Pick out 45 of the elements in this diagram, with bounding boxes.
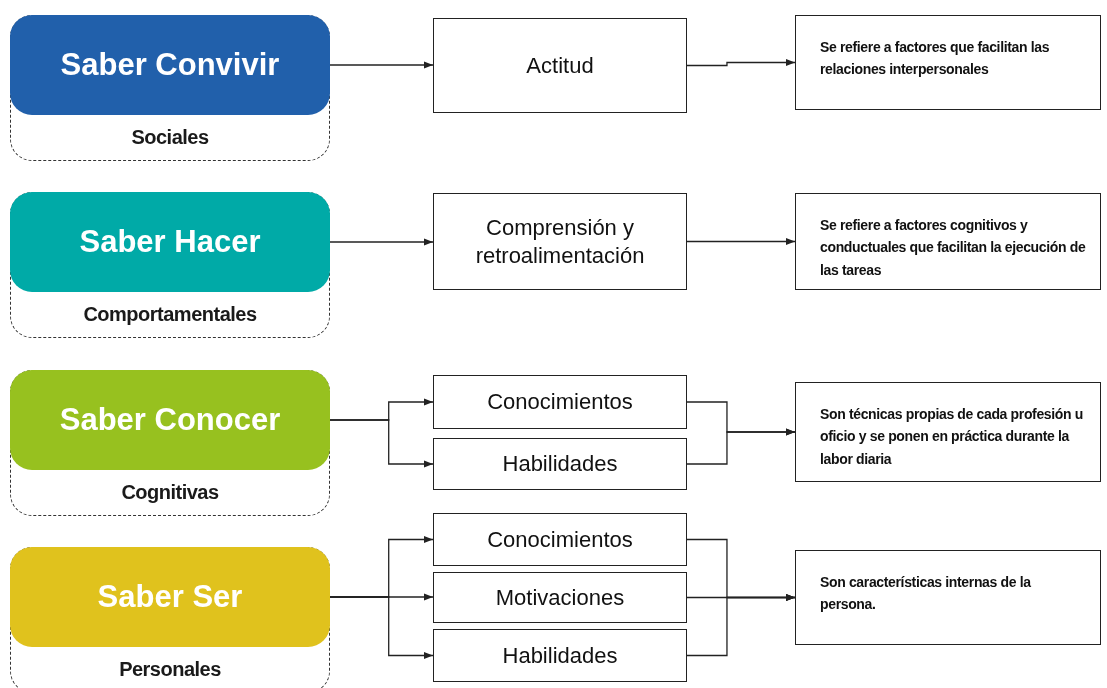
box-label: Motivaciones bbox=[494, 583, 626, 612]
category-box bbox=[10, 15, 330, 115]
box-label: Comprensión y retroalimentación bbox=[474, 214, 646, 269]
arrow bbox=[329, 419, 434, 468]
process-box bbox=[433, 375, 687, 429]
dashed-group-box bbox=[10, 15, 330, 161]
box-label: Conocimientos bbox=[486, 525, 634, 554]
arrow bbox=[686, 237, 796, 246]
category-title: Saber Convivir bbox=[60, 45, 280, 84]
category-box bbox=[10, 192, 330, 292]
group-caption: Sociales bbox=[131, 125, 209, 150]
arrow bbox=[686, 593, 796, 657]
process-box bbox=[433, 438, 687, 490]
process-box bbox=[433, 193, 687, 290]
box-label: Actitud bbox=[525, 51, 595, 80]
category-box bbox=[10, 370, 330, 470]
description-box bbox=[795, 193, 1101, 290]
category-title: Saber Conocer bbox=[59, 400, 281, 439]
description-text: Se refiere a factores que facilitan las relaciones interpersonales bbox=[820, 38, 1051, 80]
arrow bbox=[329, 596, 434, 660]
box-label: Habilidades bbox=[501, 450, 619, 478]
arrow bbox=[686, 58, 796, 67]
description-box bbox=[795, 15, 1101, 110]
group-caption: Comportamentales bbox=[83, 302, 257, 327]
dashed-group-box bbox=[10, 370, 330, 516]
arrow bbox=[329, 238, 434, 246]
box-label: Habilidades bbox=[501, 641, 619, 670]
arrow bbox=[329, 61, 434, 69]
process-box bbox=[433, 629, 687, 682]
process-box bbox=[433, 513, 687, 566]
dashed-group-box bbox=[10, 192, 330, 338]
description-text: Son características internas de la persona. bbox=[820, 573, 1032, 615]
description-box bbox=[795, 382, 1101, 482]
category-title: Saber Hacer bbox=[79, 222, 261, 261]
process-box bbox=[433, 18, 687, 113]
description-text: Se refiere a factores cognitivos y conductuales que facilitan la ejecución de las tareas bbox=[820, 216, 1087, 280]
box-label: Conocimientos bbox=[486, 388, 634, 416]
description-box bbox=[795, 550, 1101, 645]
arrow bbox=[686, 428, 796, 465]
category-title: Saber Ser bbox=[97, 577, 243, 616]
group-caption: Cognitivas bbox=[121, 480, 219, 505]
process-box bbox=[433, 572, 687, 623]
category-box bbox=[10, 547, 330, 647]
group-caption: Personales bbox=[119, 657, 221, 682]
description-text: Son técnicas propias de cada profesión u oficio y se ponen en práctica durante la labor diaria bbox=[820, 405, 1084, 469]
